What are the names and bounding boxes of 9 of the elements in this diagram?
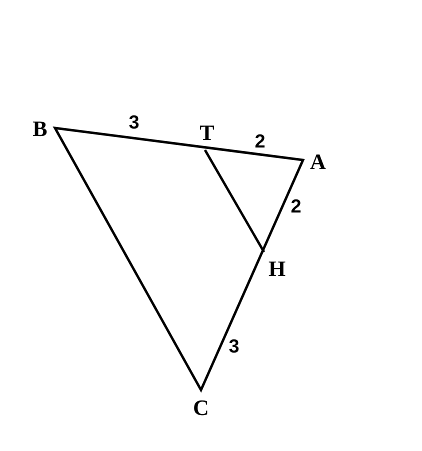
length-label: 3 [128,114,140,132]
length-label: 2 [290,198,302,216]
length-label: 3 [228,338,240,356]
vertex-label: H [268,258,286,280]
length-label: 2 [254,132,266,152]
vertex-label: B [32,118,48,140]
vertex-label: C [193,397,209,419]
vertex-label: A [310,151,326,173]
vertex-label: T [200,122,214,144]
